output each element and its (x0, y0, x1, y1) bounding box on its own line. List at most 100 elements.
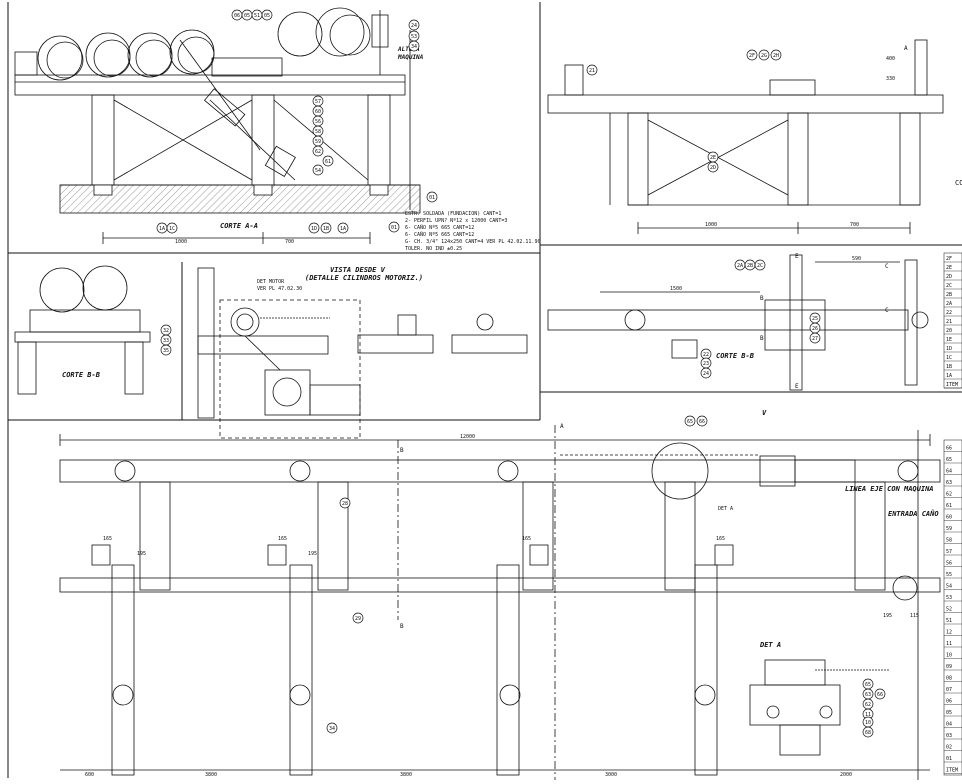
dim-400: 400 (886, 56, 895, 62)
balloon-text-b2d: 2D (710, 165, 716, 171)
balloon-b21: 21 (586, 64, 598, 76)
balloon-text-b06: 06 (234, 13, 240, 19)
dim-2000: 2000 (840, 772, 852, 778)
table-cell-item: 08 (946, 676, 952, 682)
item-table-lower-rows: 6665646362616059585756555453525112111009… (944, 446, 962, 774)
dim-165-d: 165 (716, 536, 725, 542)
balloon-b27: 27 (809, 332, 821, 344)
balloon-b26: 26 (809, 322, 821, 334)
dim-3800-b: 3800 (400, 772, 412, 778)
balloon-text-b23: 23 (703, 361, 709, 367)
note-entrada-cano: ENTRADA CAÑO (888, 509, 939, 518)
balloon-b05b: 05 (261, 9, 273, 21)
balloon-text-b26: 26 (812, 326, 818, 332)
table-cell-item: 2E (946, 265, 952, 271)
view-co-label: CO (955, 179, 962, 187)
table-cell-item: 04 (946, 722, 952, 728)
table-cell-item: 52 (946, 607, 952, 613)
balloon-b22: 22 (700, 348, 712, 360)
balloon-b24b: 24 (700, 367, 712, 379)
vista-texts: VISTA DESDE V (DETALLE CILINDROS MOTORIZ… (257, 266, 423, 292)
balloon-text-b24b: 24 (703, 371, 709, 377)
view-plan-right (547, 254, 929, 391)
section-b2: B (760, 335, 764, 342)
balloon-b2e: 2E (707, 151, 719, 163)
dim-330: 330 (886, 76, 895, 82)
balloon-b05: 05 (241, 9, 253, 21)
balloon-b1c: 1C (166, 222, 178, 234)
balloon-text-b22: 22 (703, 352, 709, 358)
balloon-text-b2a: 2A (737, 263, 743, 269)
balloon-text-b2h: 2H (773, 53, 779, 59)
dim-1000-a: 1000 (175, 239, 187, 245)
table-cell-item: 61 (946, 503, 952, 509)
table-cell-item: 2B (946, 292, 952, 298)
view-corte-aa (14, 7, 421, 244)
balloon-text-b58: 58 (315, 129, 321, 135)
balloon-text-b33: 33 (163, 338, 169, 344)
balloon-b51: 51 (251, 9, 263, 21)
balloon-text-b35: 35 (163, 348, 169, 354)
balloon-b01: 01 (426, 191, 438, 203)
balloon-text-b53: 53 (411, 34, 417, 40)
balloon-b25: 25 (809, 312, 821, 324)
table-cell-item: 01 (946, 756, 952, 762)
dim-700-a: 700 (285, 239, 294, 245)
balloon-d66: 66 (874, 688, 886, 700)
balloon-d62: 62 (862, 698, 874, 710)
view-vista-desde-v (197, 267, 528, 439)
bottom-plan-texts: 12000 165 165 165 165 195 195 195 115 60… (85, 409, 939, 778)
table-cell-item: 64 (946, 469, 952, 475)
balloon-d63: 63 (862, 688, 874, 700)
balloon-text-b32: 32 (163, 328, 169, 334)
balloon-text-b27: 27 (812, 336, 818, 342)
balloon-text-b34: 34 (411, 44, 417, 50)
balloon-b54: 54 (312, 164, 324, 176)
balloon-text-b25: 25 (812, 316, 818, 322)
balloon-text-b05: 05 (244, 13, 250, 19)
table-cell-item: ITEM (946, 768, 958, 774)
table-cell-item: 1E (946, 337, 952, 343)
dim-195-right: 195 (883, 613, 892, 619)
table-cell-item: 1A (946, 373, 952, 379)
table-cell-item: 10 (946, 653, 952, 659)
balloon-text-b1a: 1A (159, 226, 165, 232)
dim-165-c: 165 (522, 536, 531, 542)
table-cell-item: 1D (946, 346, 952, 352)
section-c1: C (885, 263, 889, 270)
balloon-b1a2: 1A (337, 222, 349, 234)
table-cell-item: 53 (946, 595, 952, 601)
balloon-text-b62: 62 (315, 149, 321, 155)
balloon-text-b2f: 2F (749, 53, 755, 59)
balloon-b2c: 2C (754, 259, 766, 271)
table-cell-item: 58 (946, 538, 952, 544)
table-cell-item: 07 (946, 687, 952, 693)
view-elevation-right (547, 39, 944, 234)
table-cell-item: 2A (946, 301, 952, 307)
balloon-b59: 59 (312, 135, 324, 147)
balloon-text-b60: 60 (315, 109, 321, 115)
balloon-b57: 57 (312, 95, 324, 107)
view-bottom-plan (59, 425, 941, 780)
parts-list-1: 2- PERFIL UPN? Nº12 x 12000 CANT=3 (405, 218, 507, 224)
balloon-b60: 60 (312, 105, 324, 117)
balloon-text-b01b: 01 (391, 225, 397, 231)
balloon-b66: 66 (696, 415, 708, 427)
section-e2: E (795, 383, 799, 390)
section-b1: B (760, 295, 764, 302)
balloon-b2h: 2H (770, 49, 782, 61)
table-cell-item: 2D (946, 274, 952, 280)
balloon-text-b65: 65 (687, 419, 693, 425)
balloon-b35: 35 (160, 344, 172, 356)
balloon-text-b28: 28 (342, 501, 348, 507)
balloon-text-b2e: 2E (710, 155, 716, 161)
table-cell-item: 60 (946, 515, 952, 521)
table-cell-item: 55 (946, 572, 952, 578)
balloon-b1b: 1B (320, 222, 332, 234)
section-c2: C (885, 307, 889, 314)
dim-115: 115 (910, 613, 919, 619)
